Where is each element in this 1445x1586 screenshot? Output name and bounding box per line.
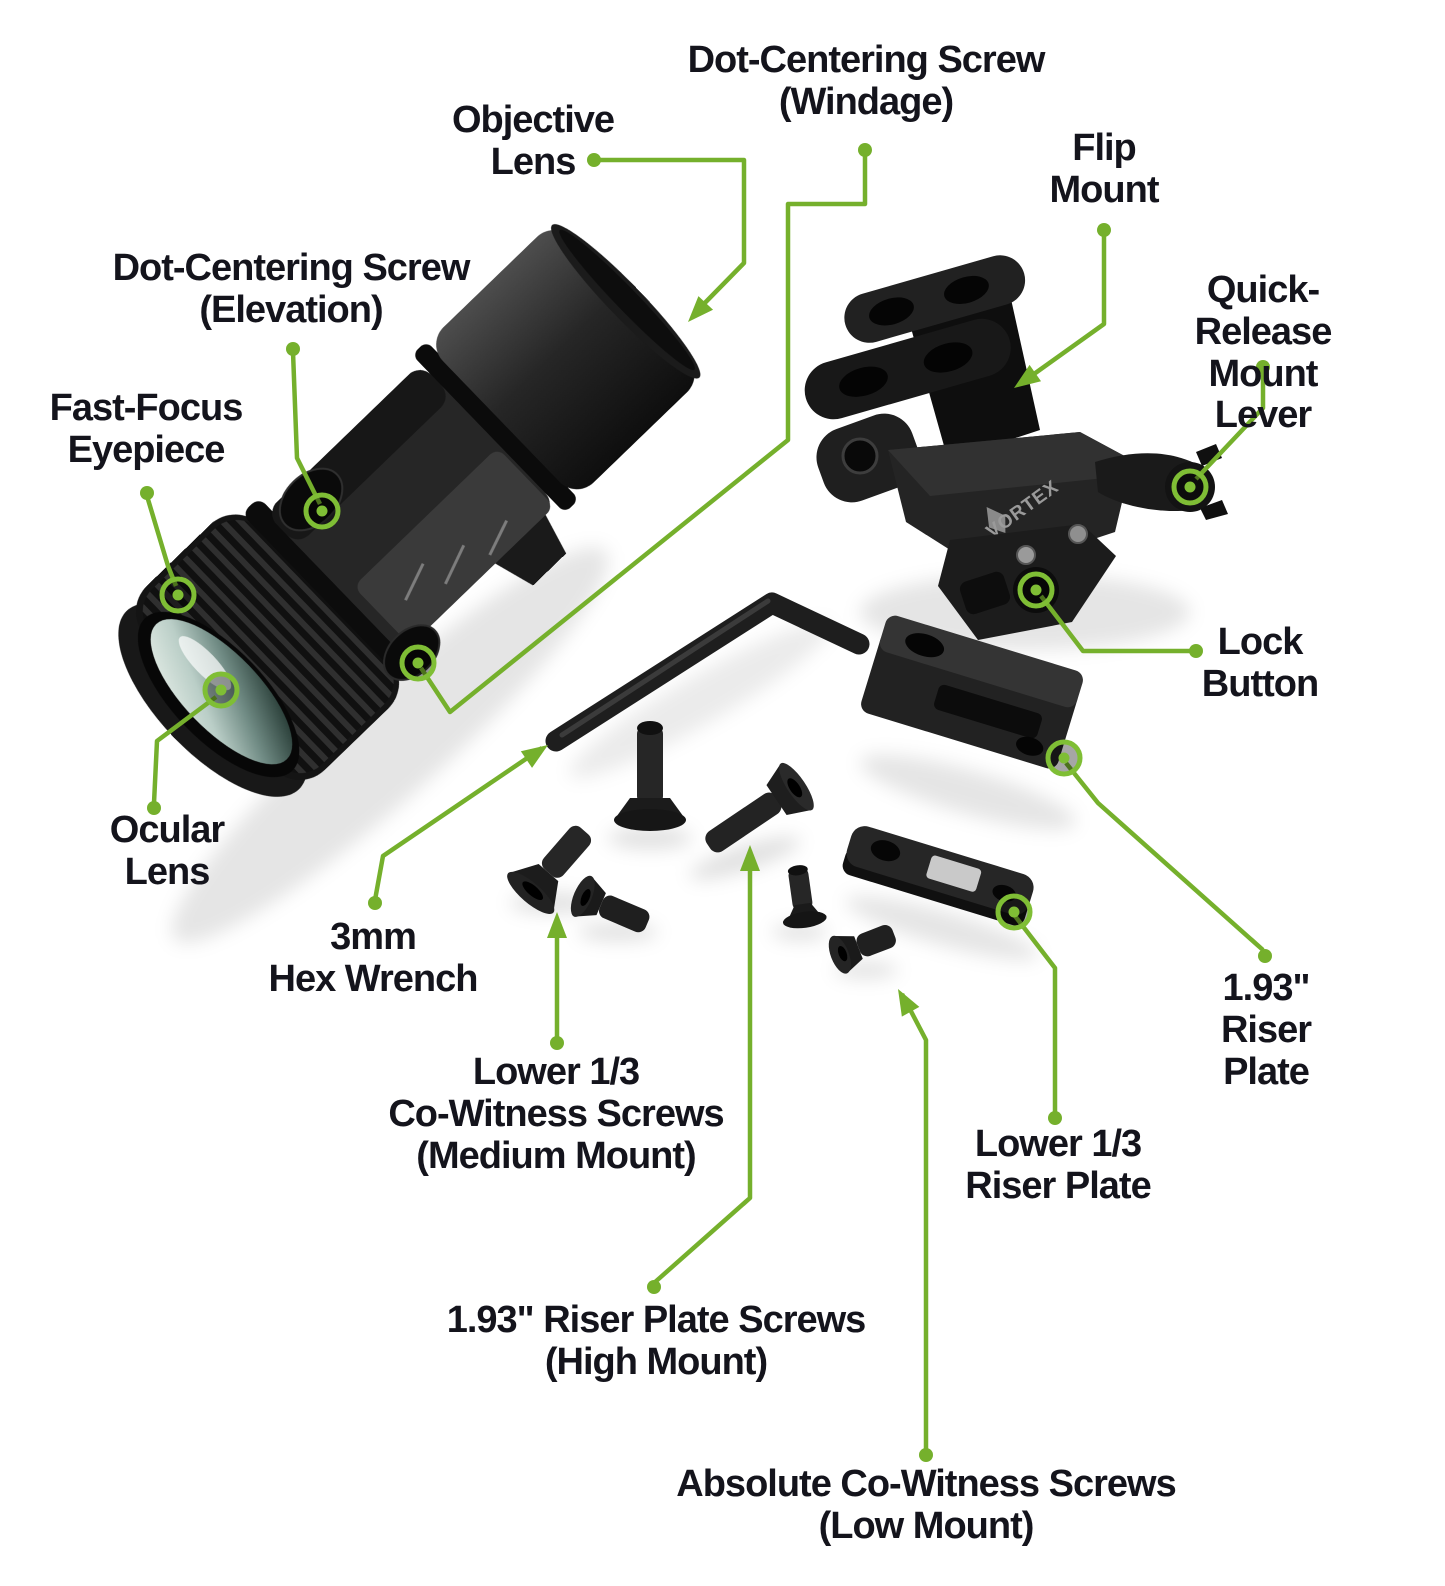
marker-quick-release-lever: [1171, 468, 1209, 506]
callout-dots: [140, 143, 1272, 1462]
marker-ocular-lens: [202, 671, 240, 709]
label-lock-button: Lock Button: [1201, 621, 1319, 705]
windage-screw: [383, 624, 441, 681]
connector-hex-wrench: [372, 746, 544, 901]
connector-elevation: [290, 351, 323, 506]
lower-riser-plate: [842, 826, 1034, 926]
connector-quick-release: [1194, 370, 1266, 481]
connector-lower-riser: [1013, 914, 1058, 1113]
arrow-low-mount: [898, 989, 920, 1017]
marker-elevation-screw: [303, 492, 341, 530]
screws: [507, 721, 896, 974]
connector-objective: [594, 157, 747, 316]
label-ocular-lens: Ocular Lens: [109, 809, 225, 893]
marker-lower-riser: [995, 893, 1033, 931]
connector-riser-193: [1064, 761, 1265, 952]
riser-plate-193: [861, 615, 1083, 769]
label-high-mount-screws: 1.93" Riser Plate Screws (High Mount): [446, 1299, 867, 1383]
connector-low-mount: [900, 992, 929, 1452]
marker-fast-focus: [159, 576, 197, 614]
label-dot-centering-screw-windage: Dot-Centering Screw (Windage): [687, 39, 1046, 123]
screw-standing-small: [782, 865, 827, 929]
arrow-flip-mount: [1014, 364, 1042, 388]
screw-lying-long: [705, 762, 814, 853]
connector-windage: [419, 152, 868, 715]
flip-mount: VORTEX: [804, 255, 1228, 640]
arrow-medium-mount: [547, 912, 567, 938]
connector-high-mount: [652, 852, 753, 1285]
screw-standing-tall: [614, 721, 686, 831]
label-low-mount-screws: Absolute Co-Witness Screws (Low Mount): [676, 1463, 1176, 1547]
arrow-objective: [688, 296, 714, 322]
arrow-high-mount: [740, 845, 760, 871]
screw-small-left: [570, 875, 650, 933]
part-markers: [159, 468, 1209, 931]
hex-wrench: [545, 592, 870, 752]
marker-riser-193: [1045, 739, 1083, 777]
connector-flip-mount: [1018, 234, 1107, 386]
magnifier-scope: [118, 224, 701, 797]
label-quick-release-mount-lever: Quick-Release Mount Lever: [1194, 269, 1333, 437]
screw-small-right: [828, 925, 896, 974]
screw-flathead-left: [507, 825, 592, 915]
callout-arrowheads: [520, 296, 1042, 1017]
vortex-logo-icon: [986, 507, 1006, 533]
connector-ocular: [151, 695, 218, 804]
label-lower-riser-plate: Lower 1/3 Riser Plate: [965, 1123, 1151, 1207]
arrow-hex-wrench: [520, 745, 548, 768]
marker-lock-button: [1017, 571, 1055, 609]
label-objective-lens: Objective Lens: [451, 99, 615, 183]
label-riser-plate-193: 1.93" Riser Plate: [1220, 967, 1312, 1093]
label-flip-mount: Flip Mount: [1049, 127, 1160, 211]
label-hex-wrench: 3mm Hex Wrench: [268, 916, 479, 1000]
label-dot-centering-screw-elevation: Dot-Centering Screw (Elevation): [112, 247, 471, 331]
connector-lock-button: [1039, 594, 1192, 654]
marker-windage-screw: [399, 644, 437, 682]
label-fast-focus-eyepiece: Fast-Focus Eyepiece: [49, 387, 244, 471]
label-medium-mount-screws: Lower 1/3 Co-Witness Screws (Medium Moun…: [388, 1051, 724, 1177]
